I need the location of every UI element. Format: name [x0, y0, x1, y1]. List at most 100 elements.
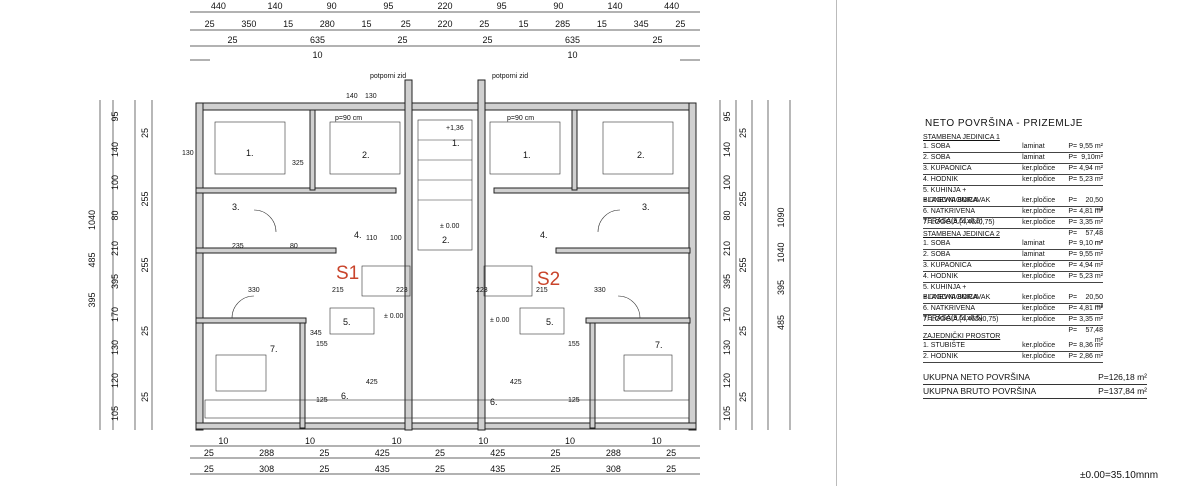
room-tag-s2-6: 6. [490, 397, 498, 407]
dims-left-2-label: 25 [140, 128, 150, 138]
common-tag-1: 1. [452, 138, 460, 148]
unit-2-row-p [1068, 283, 1078, 293]
dims-bottom-3-label: 308 [606, 464, 621, 474]
unit-1-row-name: 6. NATKRIVENA TERASA(9,61x0,5) [923, 208, 983, 225]
unit-2-row-material: ker.pločice [1022, 273, 1056, 280]
dims-top-1-label: 440 [211, 1, 226, 11]
unit-2-row-material: ker.pločice [1022, 262, 1056, 269]
dims-top-4-label: 10 [312, 50, 322, 60]
svg-text:125: 125 [316, 397, 328, 404]
dims-bottom-2-label: 425 [375, 448, 390, 458]
unit-2-row-value: 5,23 m² [1079, 273, 1103, 280]
dims-bottom-1-label: 10 [565, 436, 575, 446]
svg-text:223: 223 [396, 287, 408, 294]
dims-right-2-label: 25 [738, 326, 748, 336]
dims-top-2-label: 15 [518, 19, 528, 29]
unit-1-row-material: ker.pločice [1022, 165, 1056, 172]
dims-top-1-label: 90 [327, 1, 337, 11]
dims-bottom-3-label: 25 [319, 464, 329, 474]
dims-top-3-label: 25 [482, 35, 492, 45]
unit-2-row-name: 4. HODNIK [923, 273, 959, 280]
unit-1-row-material: ker.pločice [1022, 176, 1056, 183]
dims-left-1-label: 80 [110, 210, 120, 220]
dims-bottom-3-label: 25 [435, 464, 445, 474]
unit-2-row-name: 1. SOBA [923, 240, 951, 247]
dims-bottom-1-label: 10 [305, 436, 315, 446]
unit-1-row-material [1022, 186, 1068, 196]
dims-right-1-label: 170 [722, 307, 732, 322]
dims-right-1-label: 210 [722, 241, 732, 256]
dims-left-1-label: 395 [110, 274, 120, 289]
dims-left-2-label: 25 [140, 392, 150, 402]
dims-top-1-label: 95 [497, 1, 507, 11]
unit-2-total-row: P= 57,48 m² [1068, 327, 1103, 344]
dims-bottom-2-label: 288 [606, 448, 621, 458]
interior-lines [204, 119, 690, 419]
unit-1-row-value: 9,55 m² [1079, 143, 1103, 150]
dims-bottom-1-label: 10 [218, 436, 228, 446]
dims-bottom-3-label: 308 [259, 464, 274, 474]
unit-2-row: 6. NATKRIVENA TERASA(9,61x0,5)ker.pločic… [923, 304, 1103, 322]
dims-left-1-label: 170 [110, 307, 120, 322]
svg-text:330: 330 [248, 287, 260, 294]
common-row-value: 8,36 m² [1079, 342, 1103, 349]
svg-text:223: 223 [476, 287, 488, 294]
unit-1-row-material: laminat [1022, 154, 1045, 161]
dims-bottom-2-label: 25 [319, 448, 329, 458]
common-row-material: ker.pločice [1022, 353, 1056, 360]
unit-2-row-value: 4,94 m² [1079, 262, 1103, 269]
dims-bottom-2-label: 25 [551, 448, 561, 458]
unit-2-row-name: 7. LOGGIA (4,465x0,75) [923, 316, 999, 323]
unit-1-row-p: P= [1068, 219, 1078, 226]
svg-text:330: 330 [594, 287, 606, 294]
dims-bottom-2-label: 425 [490, 448, 505, 458]
level-zero-hall: ± 0.00 [440, 223, 460, 230]
unit-2-row-p: P= [1068, 251, 1078, 258]
dims-bottom-3-label: 435 [375, 464, 390, 474]
dims-top-2-label: 345 [634, 19, 649, 29]
dims-top-4-label: 10 [567, 50, 577, 60]
room-tag-s2-1: 1. [523, 150, 531, 160]
unit-1-total: 57,48 m² [1085, 230, 1103, 247]
unit-1-row-p: P= [1068, 176, 1078, 183]
dims-bottom-2-label: 25 [204, 448, 214, 458]
svg-text:130: 130 [182, 150, 194, 157]
dims-right-2-label: 255 [738, 257, 748, 272]
room-tag-s1-5: 5. [343, 317, 351, 327]
unit-1-row-p: P= [1068, 208, 1078, 215]
svg-text:155: 155 [316, 341, 328, 348]
unit-2-row-p: P= [1068, 316, 1078, 323]
dims-left-2-label: 25 [140, 326, 150, 336]
unit-2-row-name: 5. KUHINJA + BLAGOVAONICA [923, 284, 979, 301]
svg-text:425: 425 [510, 379, 522, 386]
dims-top-1-label: 140 [267, 1, 282, 11]
gross-total-label: UKUPNA BRUTO POVRŠINA [923, 386, 1037, 396]
net-total-label: UKUPNA NETO POVRŠINA [923, 372, 1031, 382]
dims-bottom-1-label: 10 [478, 436, 488, 446]
dims-left-2-label: 255 [140, 257, 150, 272]
svg-text:425: 425 [366, 379, 378, 386]
svg-text:345: 345 [310, 330, 322, 337]
unit-2-row-value: 4,81 m² [1079, 305, 1103, 312]
dims-top-3-label: 25 [397, 35, 407, 45]
dims-left-1-label: 95 [110, 111, 120, 121]
dims-top-2-label: 285 [555, 19, 570, 29]
